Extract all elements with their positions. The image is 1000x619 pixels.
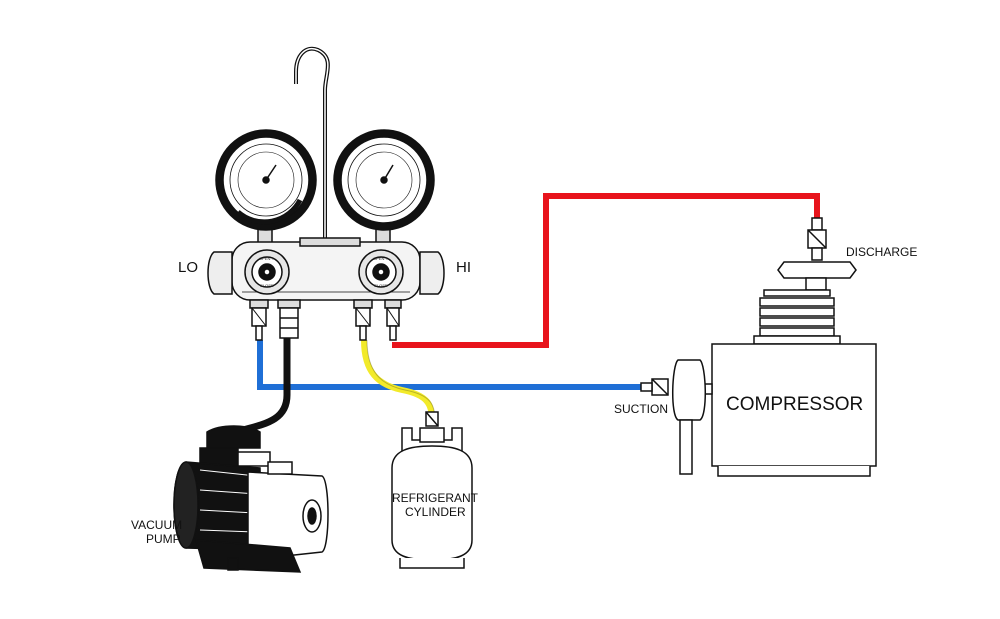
- pump-handle: [206, 425, 261, 449]
- low-side-hose: [257, 340, 641, 390]
- refrigerant-cylinder: [391, 411, 473, 569]
- pump-base: [194, 539, 302, 573]
- high-side-hose: [392, 193, 820, 348]
- lo-knob-open-label: OPEN ←: [259, 256, 275, 261]
- compressor-label: COMPRESSOR: [726, 394, 863, 415]
- hi-knob-open-label: OPEN ←: [373, 256, 389, 261]
- compressor-feet: [717, 466, 871, 477]
- vacuum-pump-label-line2: PUMP: [146, 532, 181, 546]
- suction-valve: [640, 359, 713, 475]
- discharge-valve: [777, 217, 857, 291]
- lo-label: LO: [178, 259, 198, 276]
- cylinder-body: [391, 445, 473, 561]
- hi-knob-close-label: CLOSE: [374, 283, 388, 288]
- hi-label: HI: [456, 259, 471, 276]
- compressor-housing: [711, 343, 877, 467]
- vacuum-pump-label-line1: VACUUM: [131, 518, 182, 532]
- hi-side-cap: [419, 251, 445, 295]
- refrigerant-cylinder-label-line1: REFRIGERANT: [392, 491, 479, 505]
- low-side-valve-knob[interactable]: [244, 249, 290, 295]
- cylinder-foot: [399, 558, 465, 569]
- compressor: [640, 217, 877, 477]
- compressor-fins: [753, 289, 841, 345]
- discharge-label: DISCHARGE: [846, 245, 917, 259]
- low-pressure-gauge: [215, 129, 317, 244]
- refrigerant-cylinder-label-line2: CYLINDER: [405, 505, 466, 519]
- high-pressure-gauge: [333, 129, 435, 244]
- pump-housing: [247, 471, 329, 561]
- lo-knob-close-label: CLOSE: [260, 283, 274, 288]
- suction-label: SUCTION: [614, 402, 668, 416]
- port-fittings: [249, 299, 402, 341]
- lo-side-cap: [207, 251, 233, 295]
- manifold-gauge-set: OPEN ← CLOSE OPEN ← CLOSE: [207, 46, 445, 341]
- vacuum-pump: [173, 425, 329, 573]
- service-hose: [361, 339, 435, 421]
- high-side-valve-knob[interactable]: [358, 249, 404, 295]
